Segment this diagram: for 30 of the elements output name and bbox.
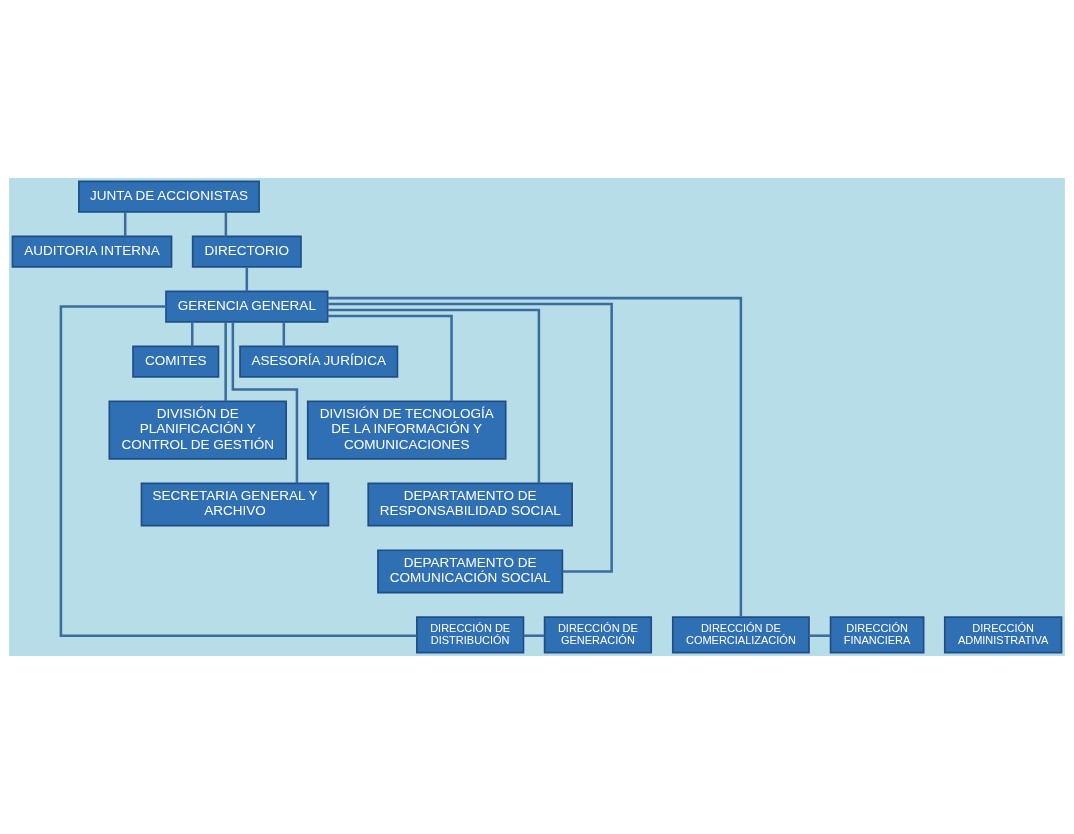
- node-box: JUNTA DE ACCIONISTAS: [78, 180, 260, 213]
- node-box: SECRETARIA GENERAL Y ARCHIVO: [140, 482, 330, 527]
- node-box: DIRECCIÓN DE DISTRIBUCIÓN: [416, 616, 525, 654]
- node-box: COMITES: [132, 345, 220, 378]
- node-box: DIRECTORIO: [191, 235, 302, 268]
- connector: [224, 322, 227, 402]
- node-box: DIRECCIÓN ADMINISTRATIVA: [943, 616, 1063, 654]
- connector: [327, 302, 613, 573]
- node-box: AUDITORIA INTERNA: [11, 235, 173, 268]
- connector: [231, 322, 299, 484]
- node-box: DEPARTAMENTO DE RESPONSABILIDAD SOCIAL: [367, 482, 573, 527]
- node-box: DIRECCIÓN DE COMERCIALIZACIÓN: [671, 616, 810, 654]
- connector: [327, 314, 453, 402]
- node-box: ASESORÍA JURÍDICA: [239, 345, 399, 378]
- node-box: DIRECCIÓN FINANCIERA: [829, 616, 925, 654]
- node-box: DIRECCIÓN DE GENERACIÓN: [543, 616, 653, 654]
- node-box: DIVISIÓN DE PLANIFICACIÓN Y CONTROL DE GESTIÓN: [108, 400, 287, 460]
- node-box: DEPARTAMENTO DE COMUNICACIÓN SOCIAL: [377, 549, 564, 594]
- connector: [282, 321, 286, 347]
- connector: [59, 305, 417, 637]
- connector: [327, 308, 541, 484]
- node-box: DIVISIÓN DE TECNOLOGÍA DE LA INFORMACIÓN Y COMUNICACIONES: [306, 400, 507, 460]
- connector: [245, 266, 249, 292]
- connector: [523, 634, 545, 637]
- connector: [123, 211, 127, 237]
- connector: [809, 634, 831, 637]
- connector: [224, 211, 228, 237]
- node-box: GERENCIA GENERAL: [165, 290, 329, 323]
- connector: [191, 321, 194, 347]
- connector: [327, 296, 743, 617]
